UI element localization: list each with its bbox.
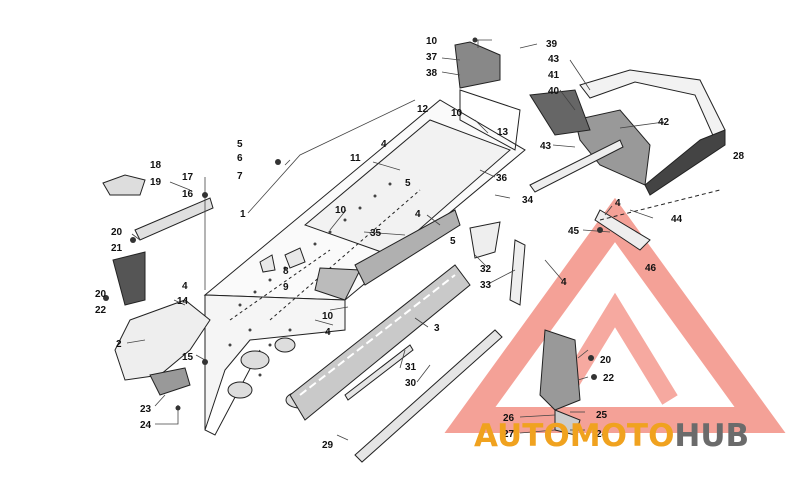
callout-20: 20 bbox=[111, 227, 123, 238]
callout-13: 13 bbox=[497, 127, 509, 138]
callout-34: 34 bbox=[522, 195, 534, 206]
watermark-logo bbox=[444, 197, 786, 433]
callout-4: 4 bbox=[615, 198, 621, 209]
callout-43: 43 bbox=[540, 141, 552, 152]
callout-30: 30 bbox=[405, 378, 417, 389]
watermark-part-auto: AUTO bbox=[474, 418, 570, 454]
callout-1: 1 bbox=[240, 209, 246, 220]
callout-6: 6 bbox=[237, 153, 243, 164]
watermark-text: AUTOMOTOHUB bbox=[474, 418, 749, 454]
callout-4: 4 bbox=[415, 209, 421, 220]
rails bbox=[344, 329, 503, 463]
callout-40: 40 bbox=[548, 86, 560, 97]
callout-21: 21 bbox=[111, 243, 123, 254]
callout-19: 19 bbox=[150, 177, 162, 188]
callout-31: 31 bbox=[405, 362, 417, 373]
callout-5: 5 bbox=[405, 178, 411, 189]
callout-26: 26 bbox=[503, 413, 515, 424]
tunnel-inner-panel bbox=[304, 119, 511, 256]
callout-23: 23 bbox=[140, 404, 152, 415]
rear-parts bbox=[454, 41, 726, 196]
tunnel-assembly bbox=[203, 99, 526, 436]
front-frame-parts bbox=[102, 174, 214, 396]
callout-10: 10 bbox=[322, 311, 334, 322]
callout-16: 16 bbox=[182, 189, 194, 200]
callout-22: 22 bbox=[603, 373, 615, 384]
callout-10: 10 bbox=[451, 108, 463, 119]
callout-15: 15 bbox=[182, 352, 194, 363]
callout-18: 18 bbox=[150, 160, 162, 171]
callout-22: 22 bbox=[95, 305, 107, 316]
callout-8: 8 bbox=[283, 266, 289, 277]
callout-20: 20 bbox=[600, 355, 612, 366]
callout-32: 32 bbox=[480, 264, 492, 275]
callout-39: 39 bbox=[546, 39, 558, 50]
callout-9: 9 bbox=[283, 282, 289, 293]
callout-4: 4 bbox=[325, 327, 331, 338]
callout-5: 5 bbox=[237, 139, 243, 150]
callout-11: 11 bbox=[350, 153, 361, 164]
callout-28: 28 bbox=[733, 151, 745, 162]
callout-37: 37 bbox=[426, 52, 438, 63]
callout-4: 4 bbox=[182, 281, 188, 292]
running-board bbox=[289, 209, 471, 421]
callout-5: 5 bbox=[450, 236, 456, 247]
callout-46: 46 bbox=[645, 263, 657, 274]
callout-42: 42 bbox=[658, 117, 670, 128]
callout-10: 10 bbox=[335, 205, 347, 216]
callout-44: 44 bbox=[671, 214, 683, 225]
watermark-part-hub: HUB bbox=[674, 418, 749, 454]
callout-41: 41 bbox=[548, 70, 560, 81]
callout-3: 3 bbox=[434, 323, 440, 334]
callout-35: 35 bbox=[370, 228, 382, 239]
callout-45: 45 bbox=[568, 226, 580, 237]
callout-2: 2 bbox=[116, 339, 122, 350]
leader-lines bbox=[126, 39, 665, 441]
callout-7: 7 bbox=[237, 171, 243, 182]
callout-43: 43 bbox=[548, 54, 560, 65]
callout-33: 33 bbox=[480, 280, 492, 291]
callout-25: 25 bbox=[596, 410, 608, 421]
callout-20: 20 bbox=[95, 289, 107, 300]
callout-4: 4 bbox=[381, 139, 387, 150]
callout-10: 10 bbox=[426, 36, 438, 47]
callout-12: 12 bbox=[417, 104, 429, 115]
callout-labels: 1 2 3 4 4 4 4 4 4 5 5 5 6 7 8 9 10 10 10… bbox=[95, 36, 745, 451]
right-parts bbox=[469, 189, 721, 436]
tunnel-rivets bbox=[228, 182, 392, 392]
callout-17: 17 bbox=[182, 172, 194, 183]
callout-36: 36 bbox=[496, 173, 508, 184]
fasteners bbox=[103, 37, 603, 411]
watermark-brand: AUTOMOTOHUB bbox=[474, 418, 749, 454]
callout-14: 14 bbox=[177, 296, 189, 307]
callout-38: 38 bbox=[426, 68, 438, 79]
watermark-part-moto: MOTO bbox=[570, 418, 675, 454]
callout-24: 24 bbox=[140, 420, 152, 431]
callout-27: 27 bbox=[503, 429, 515, 440]
callout-29: 29 bbox=[322, 440, 334, 451]
callout-24: 24 bbox=[596, 429, 608, 440]
callout-4: 4 bbox=[561, 277, 567, 288]
